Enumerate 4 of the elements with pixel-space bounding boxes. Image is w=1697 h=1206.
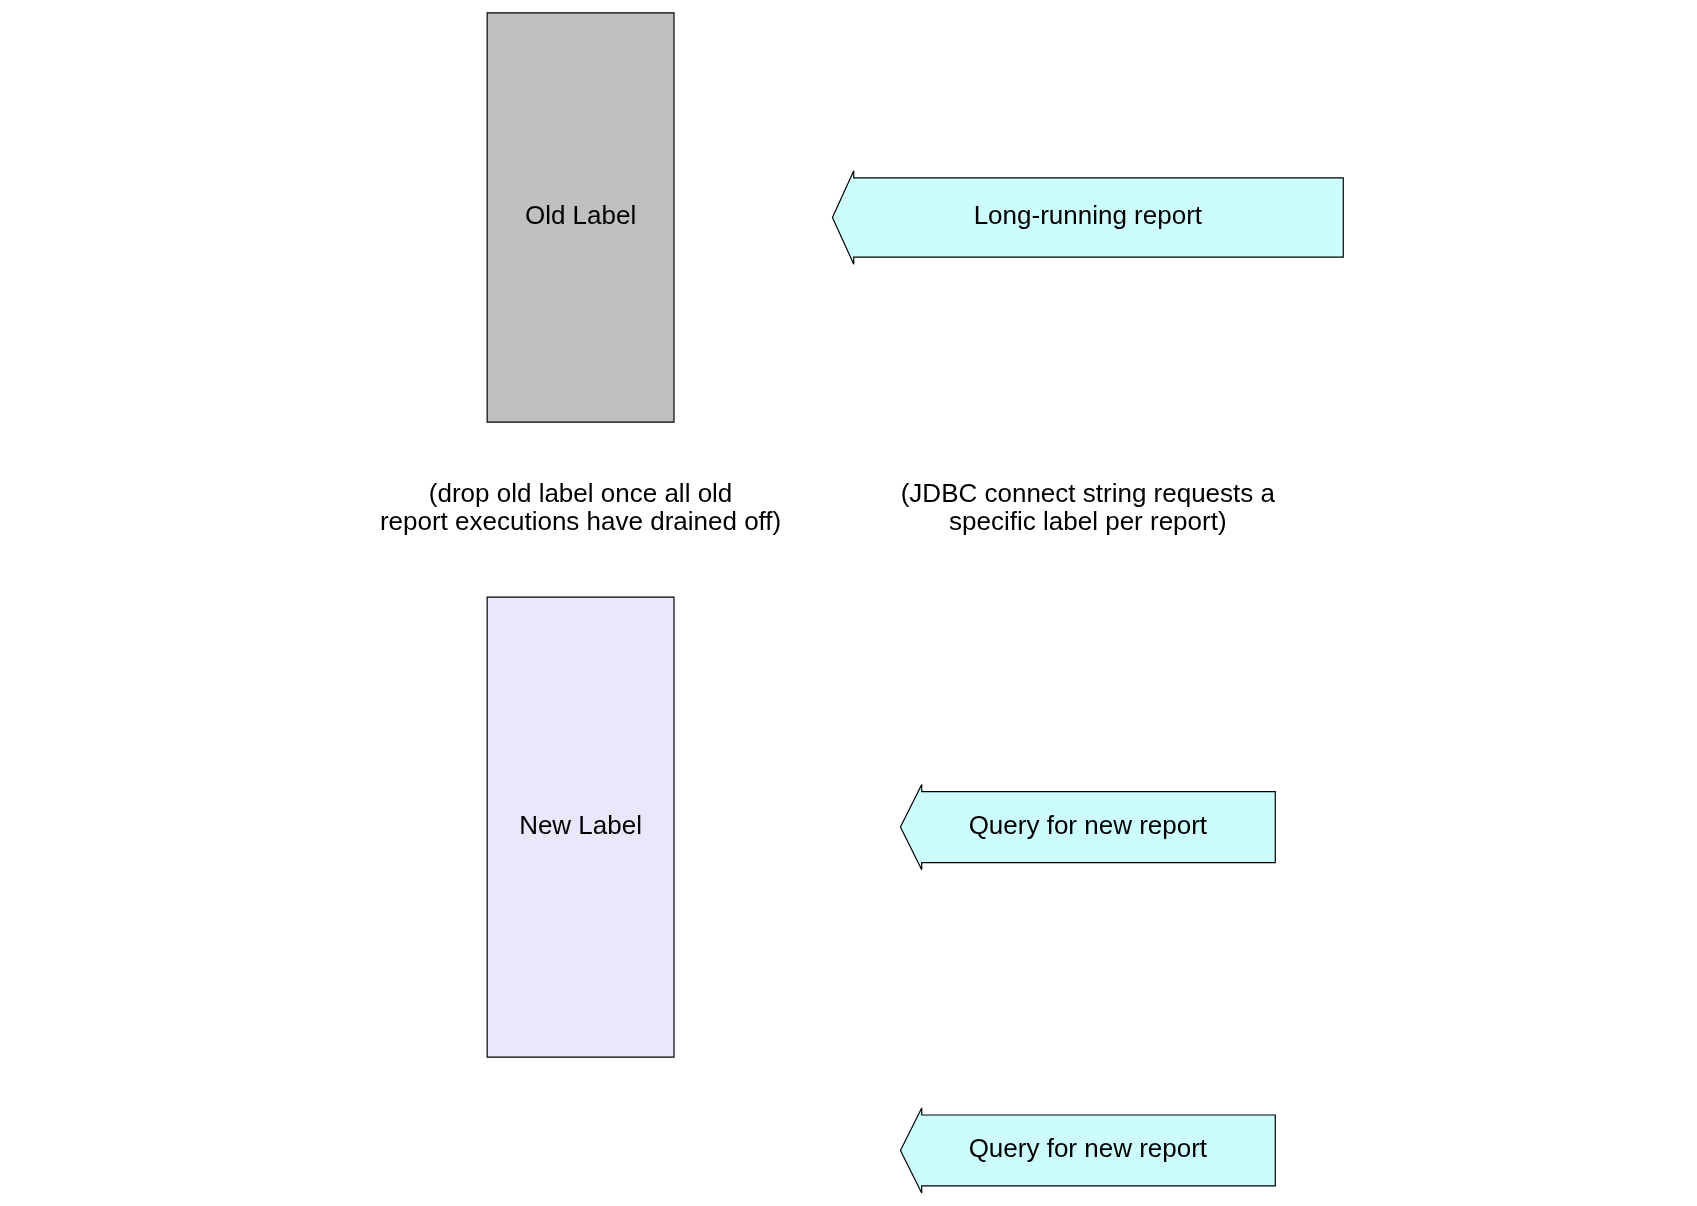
node-box: Old Label <box>486 12 675 423</box>
node-box: New Label <box>486 596 675 1058</box>
label: (JDBC connect string requests a specific label per report) <box>900 478 1275 537</box>
label: (drop old label once all old report executions have drained off) <box>379 478 781 537</box>
